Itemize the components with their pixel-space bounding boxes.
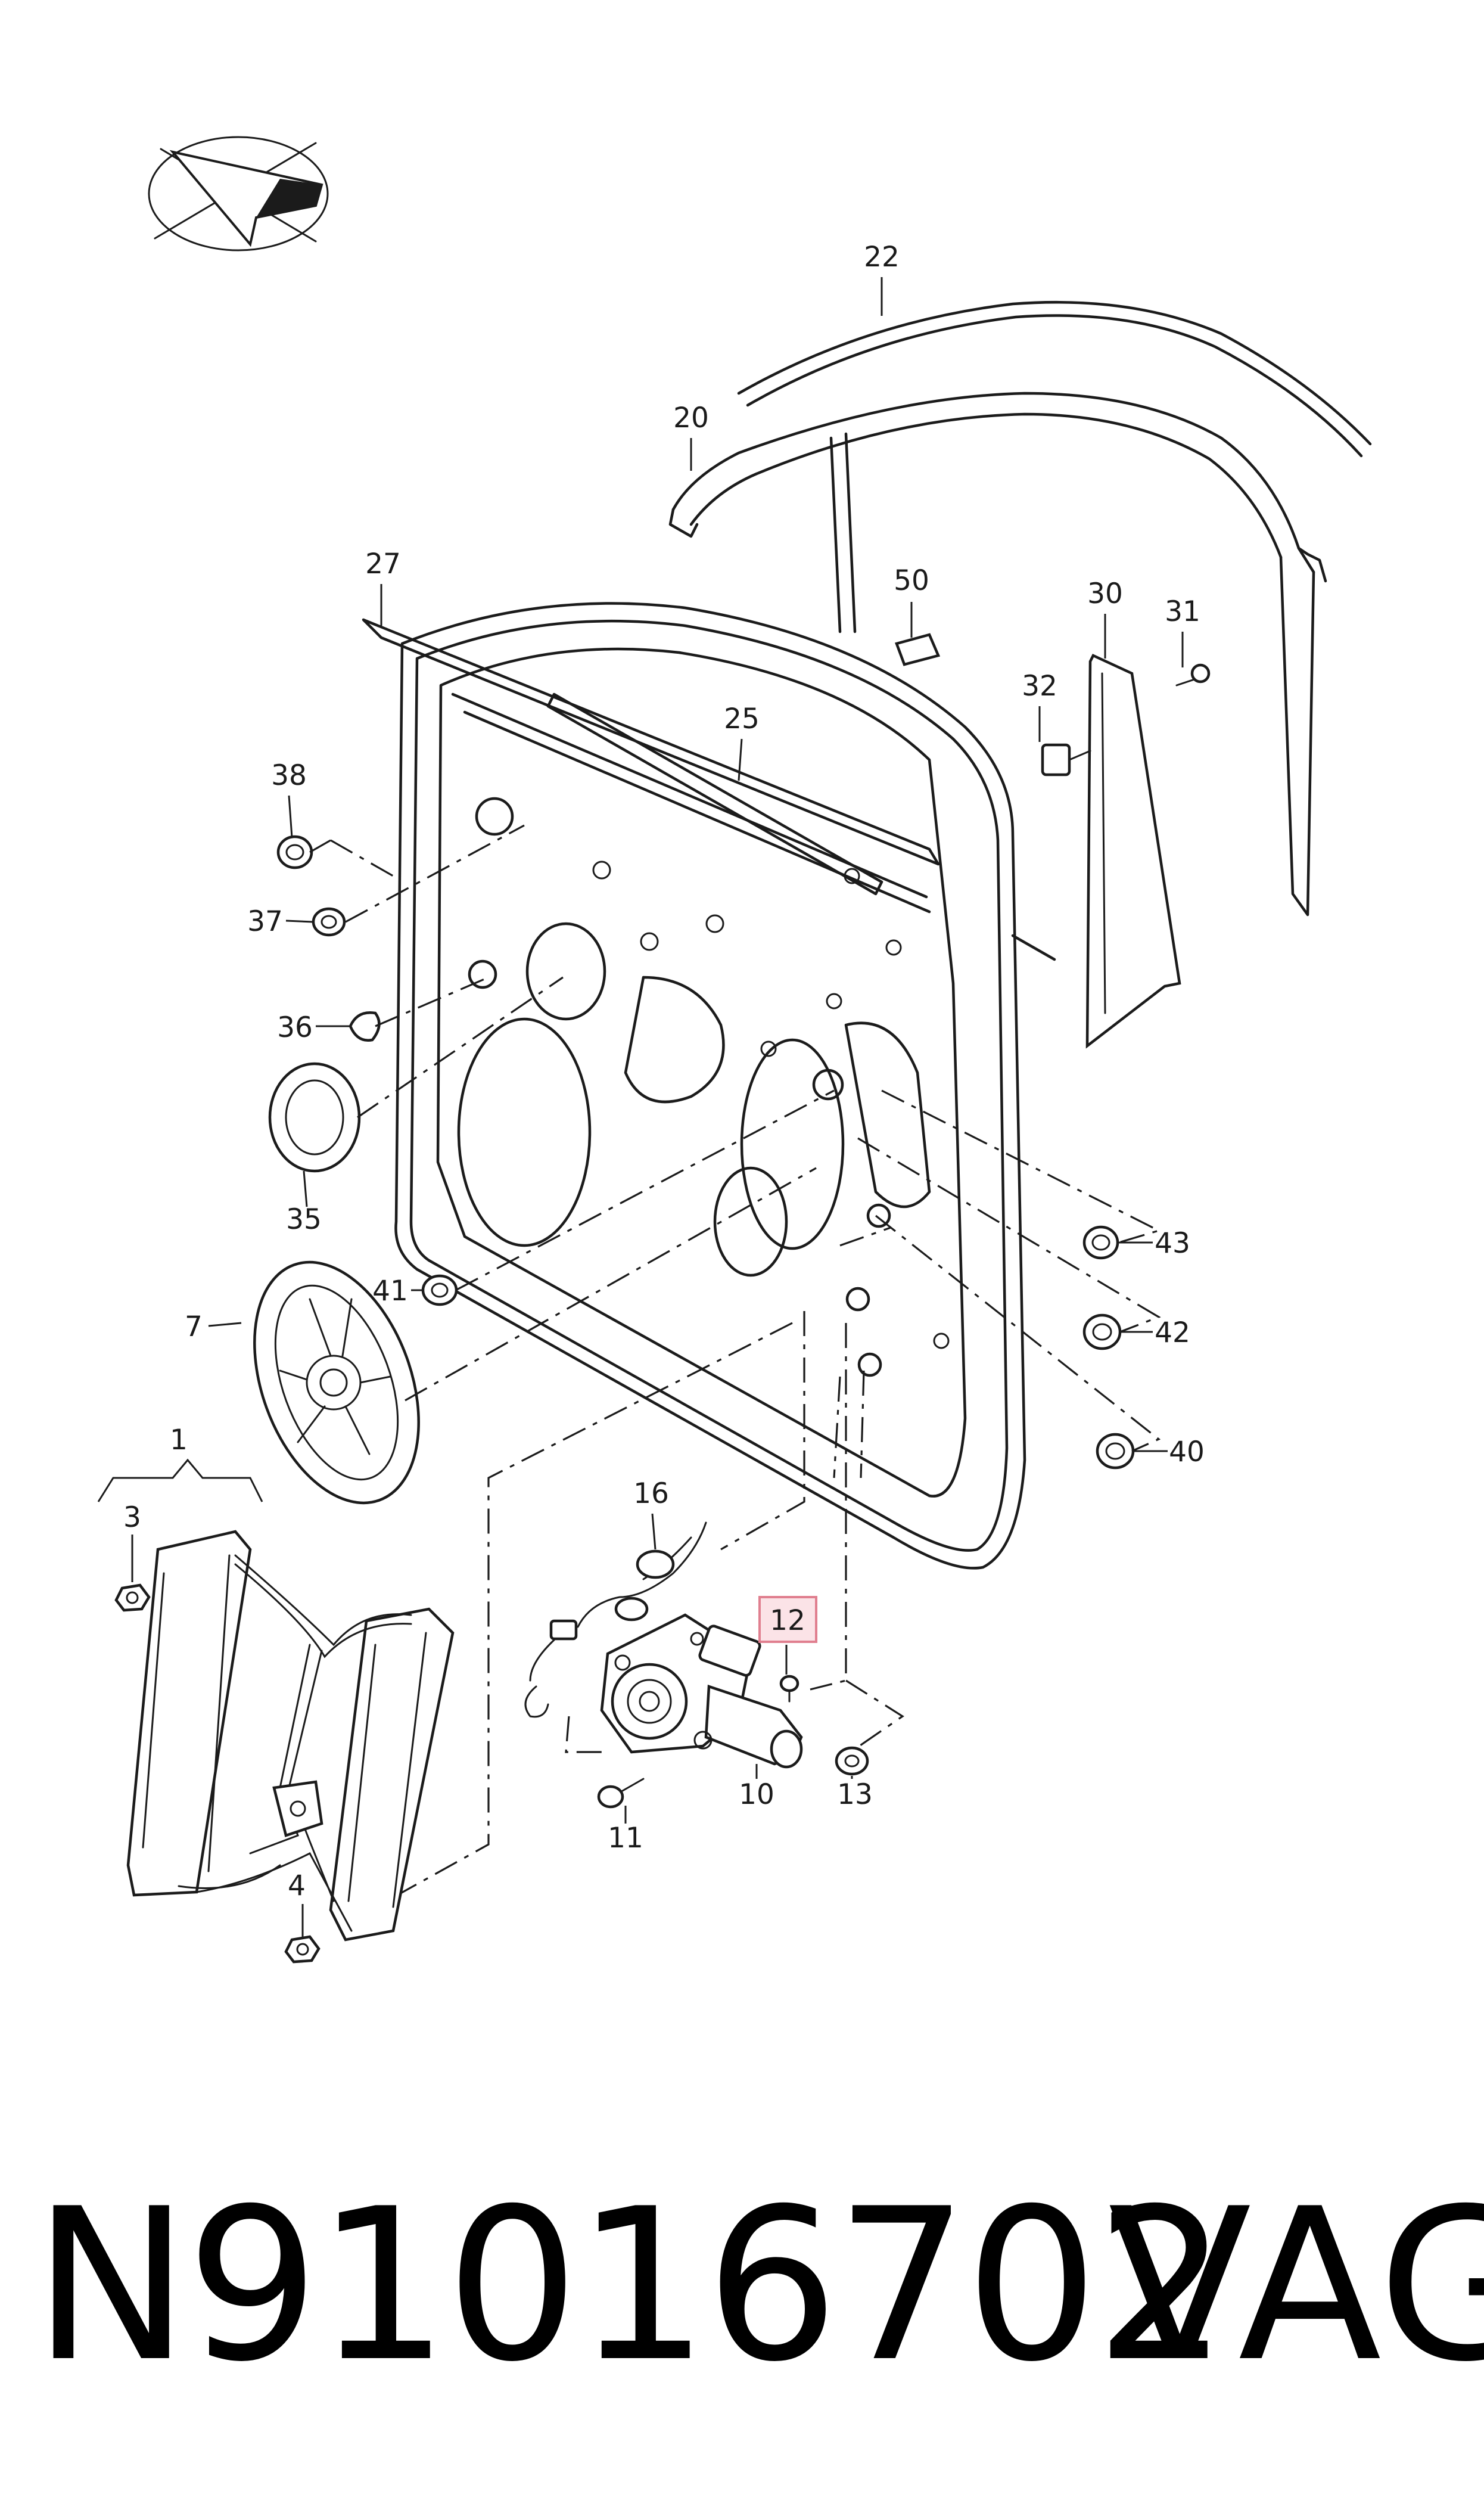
part-50-label xyxy=(895,633,941,666)
part-number: N91016702 xyxy=(33,2164,1228,2408)
callout-38: 38 xyxy=(271,759,307,792)
callout-42: 42 xyxy=(1155,1316,1190,1349)
callout-10: 10 xyxy=(739,1778,774,1811)
part-27-seal xyxy=(362,618,940,866)
callout-7: 7 xyxy=(185,1310,203,1343)
callout-16: 16 xyxy=(633,1477,669,1510)
part-12-pin xyxy=(779,1675,799,1703)
door-inner-panel xyxy=(394,602,1056,1570)
footer-caption: N91016702 VAG xyxy=(0,2181,1484,2408)
part-38-grommet xyxy=(276,835,313,869)
callout-4: 4 xyxy=(288,1869,306,1902)
callout-36: 36 xyxy=(277,1011,313,1044)
part-13-washer xyxy=(835,1746,869,1776)
callout-3: 3 xyxy=(123,1501,141,1534)
part-22-seal xyxy=(737,300,1372,458)
highlight-box-12 xyxy=(758,1596,817,1643)
brand-name: VAG xyxy=(1108,2164,1484,2408)
part-31-screw xyxy=(1175,663,1211,687)
part-16-cable xyxy=(524,1521,707,1718)
part-1-window-regulator xyxy=(126,1530,455,1942)
callout-12: 12 xyxy=(770,1604,805,1637)
callout-31: 31 xyxy=(1165,595,1200,628)
callout-35: 35 xyxy=(286,1203,322,1236)
callout-20: 20 xyxy=(673,402,709,434)
callout-22: 22 xyxy=(864,241,900,274)
part-7-speaker-seal xyxy=(253,1260,420,1505)
callout-27: 27 xyxy=(365,548,401,580)
callout-labels: 22 20 27 50 30 31 32 25 38 37 36 35 43 4… xyxy=(123,241,1205,1902)
callout-30: 30 xyxy=(1087,577,1123,610)
assembly-guide-lines xyxy=(309,824,1162,1905)
part-3-nut xyxy=(114,1583,151,1612)
part-37-grommet xyxy=(312,907,346,937)
callout-leaders xyxy=(97,277,1184,1937)
callout-43: 43 xyxy=(1155,1227,1190,1260)
part-11-bolt xyxy=(597,1778,645,1809)
part-41-grommet xyxy=(421,1274,458,1306)
direction-arrow-icon xyxy=(148,136,329,251)
part-43-grommet xyxy=(1082,1225,1119,1260)
callout-41: 41 xyxy=(372,1275,408,1307)
part-36-plug xyxy=(349,1011,381,1042)
part-42-grommet xyxy=(1082,1313,1122,1350)
part-40-grommet xyxy=(1096,1433,1135,1470)
callout-37: 37 xyxy=(247,905,283,938)
callout-11: 11 xyxy=(608,1822,643,1855)
part-20-window-channel xyxy=(668,392,1327,917)
callout-32: 32 xyxy=(1022,670,1057,703)
part-32-clip xyxy=(1041,743,1091,776)
callout-13: 13 xyxy=(837,1778,873,1811)
part-30-trim xyxy=(1085,654,1181,1049)
callout-25: 25 xyxy=(724,703,760,735)
part-10-window-motor xyxy=(600,1613,803,1769)
part-35-seal-ring xyxy=(268,1062,361,1173)
callout-40: 40 xyxy=(1169,1436,1205,1468)
callout-1: 1 xyxy=(170,1424,188,1456)
callout-50: 50 xyxy=(894,564,929,597)
part-4-nut xyxy=(284,1935,321,1964)
